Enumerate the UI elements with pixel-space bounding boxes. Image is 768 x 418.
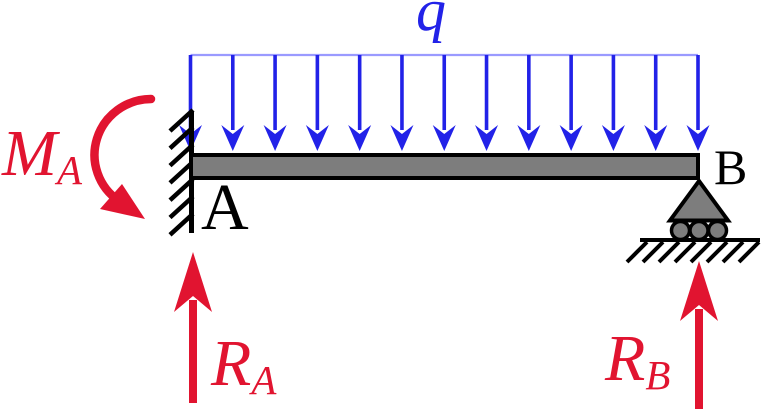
load-arrowhead-icon <box>348 125 372 151</box>
ground-hatch-mark <box>689 240 713 264</box>
load-arrowhead-icon <box>517 125 541 151</box>
reaction-rb-arrowhead-icon <box>680 261 718 321</box>
label-moment-ma: MA <box>2 121 82 192</box>
reaction-ra-arrowhead-icon <box>174 252 212 312</box>
reaction-b-symbol: R <box>605 322 646 395</box>
load-arrowhead-icon <box>221 125 245 151</box>
support-a-letter: A <box>201 171 249 244</box>
wall-hatch-mark <box>168 177 195 202</box>
label-support-a: A <box>201 175 249 241</box>
reaction-arrows <box>174 252 718 409</box>
label-reaction-rb: RB <box>605 326 670 397</box>
load-arrowhead-icon <box>644 125 668 151</box>
wall-hatch-mark <box>168 212 195 237</box>
wall-hatch-mark <box>168 125 195 150</box>
load-arrowhead-icon <box>263 125 287 151</box>
wall-hatch-mark <box>168 194 195 220</box>
load-arrowhead-icon <box>559 125 583 151</box>
load-arrowhead-icon <box>475 125 499 151</box>
label-distributed-load: q <box>416 0 446 40</box>
moment-symbol: M <box>2 117 57 190</box>
support-b-letter: B <box>714 139 748 195</box>
load-arrowhead-icon <box>686 125 710 151</box>
ground-hatch-mark <box>721 240 745 264</box>
moment-arc <box>90 94 156 206</box>
load-arrowhead-icon <box>601 125 625 151</box>
roller-circle <box>669 219 692 242</box>
distributed-load <box>179 53 710 151</box>
roller-support-b <box>625 177 761 264</box>
ground-hatch-mark <box>625 240 649 264</box>
wall-hatch-mark <box>168 142 195 168</box>
load-symbol: q <box>416 0 446 43</box>
ground-hatch-mark <box>673 240 697 264</box>
ground-hatch-mark <box>737 240 761 264</box>
ground-hatch-mark <box>641 240 665 264</box>
load-arrowhead-icon <box>305 125 329 151</box>
moment-arrow <box>90 94 156 219</box>
label-support-b: B <box>714 142 747 192</box>
beam <box>189 153 700 180</box>
roller-circle <box>706 219 729 242</box>
reaction-a-symbol: R <box>211 327 252 400</box>
wall-hatch-mark <box>168 108 195 133</box>
reaction-a-subscript: A <box>251 358 277 403</box>
ground-hatch-mark <box>657 240 681 264</box>
moment-subscript: A <box>56 148 82 193</box>
load-arrowhead-icon <box>432 125 456 151</box>
label-reaction-ra: RA <box>211 331 276 402</box>
load-arrowhead-icon <box>390 125 414 151</box>
moment-arrowhead-icon <box>100 184 145 219</box>
roller-circle <box>688 219 710 242</box>
ground-hatch-mark <box>705 240 729 264</box>
reaction-b-subscript: B <box>645 353 671 398</box>
